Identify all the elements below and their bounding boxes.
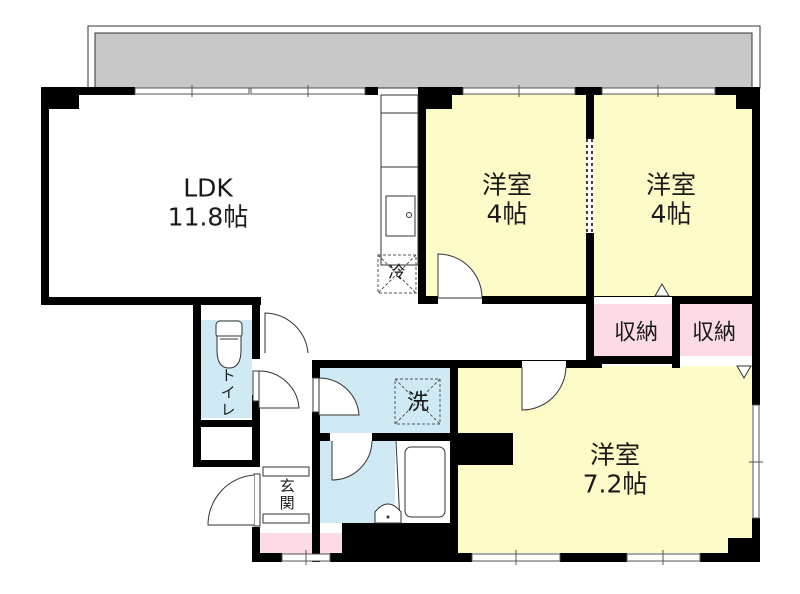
room-name: 洋室 bbox=[589, 440, 641, 470]
storage-1-label: 収納 bbox=[613, 320, 659, 346]
washer-space bbox=[394, 378, 441, 425]
storage-2-label: 収納 bbox=[691, 320, 737, 346]
ldk-floor bbox=[48, 94, 418, 298]
walls bbox=[41, 87, 760, 562]
room-name: LDK bbox=[183, 173, 233, 203]
toilet-fixture bbox=[215, 320, 243, 369]
refrigerator-space bbox=[377, 254, 417, 294]
room-name: 洋室 bbox=[645, 170, 697, 200]
window-marks bbox=[191, 85, 763, 565]
sliding-partition[interactable] bbox=[586, 139, 594, 233]
room-ldk-label: LDK 11.8帖 bbox=[167, 173, 249, 232]
washer-label: 洗 bbox=[406, 390, 430, 416]
room-area: 4帖 bbox=[486, 199, 528, 228]
toilet-label: トイレ bbox=[218, 367, 237, 419]
room-western-1-label: 洋室 4帖 bbox=[481, 170, 533, 229]
room-name: 洋室 bbox=[481, 170, 533, 200]
room-area: 7.2帖 bbox=[582, 469, 648, 498]
room-area: 4帖 bbox=[650, 199, 692, 228]
entrance-shoe-box bbox=[260, 533, 342, 555]
storage-1-floor bbox=[594, 304, 672, 356]
toilet-floor-top bbox=[200, 304, 252, 320]
doors[interactable] bbox=[207, 253, 752, 527]
wash-basin bbox=[374, 503, 402, 524]
refrigerator-label: 冷 bbox=[388, 263, 406, 284]
western-room-2-floor bbox=[594, 94, 752, 296]
western-room-3-floor bbox=[456, 366, 752, 553]
storage-2-floor bbox=[680, 304, 752, 356]
corridor-floor bbox=[258, 298, 586, 360]
entrance-label: 玄関 bbox=[277, 478, 296, 512]
room-western-3-label: 洋室 7.2帖 bbox=[582, 440, 648, 499]
kitchen-counter bbox=[380, 94, 419, 266]
room-area: 11.8帖 bbox=[167, 202, 249, 231]
room-western-2-label: 洋室 4帖 bbox=[645, 170, 697, 229]
bathtub bbox=[404, 446, 446, 518]
balcony bbox=[87, 25, 761, 89]
